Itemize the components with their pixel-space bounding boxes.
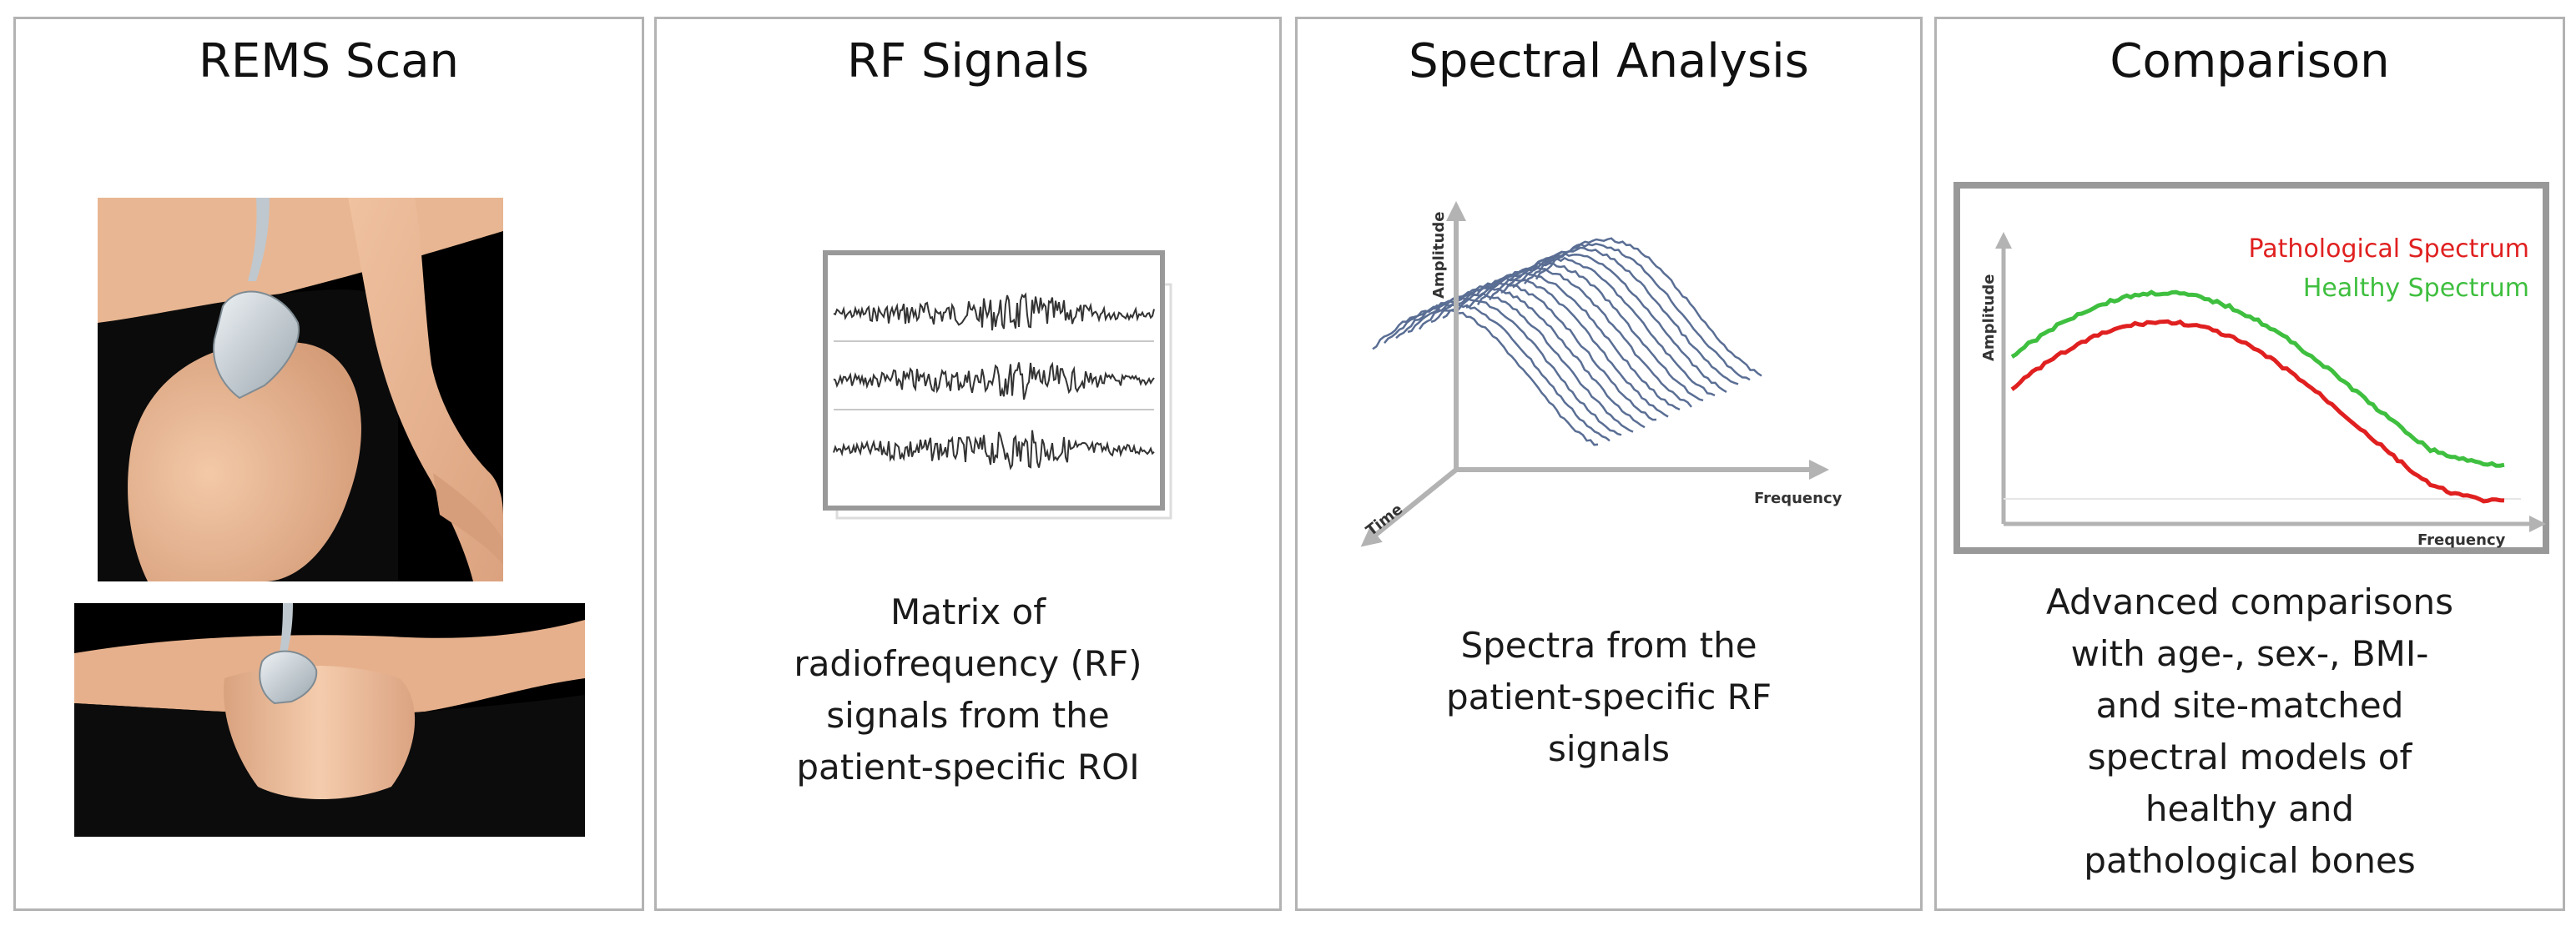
caption-line: and site-matched [2095,685,2404,726]
spectral-waterfall-plot: Amplitude Frequency Time [1360,201,1843,547]
x-axis-label: Frequency [2417,531,2506,549]
y-axis-label: Amplitude [1980,274,1998,361]
legend-pathological: Pathological Spectrum [2249,234,2529,264]
caption-line: with age-, sex-, BMI- [2070,633,2429,674]
caption-line: spectral models of [2087,737,2412,778]
x-axis-label: Frequency [1754,490,1843,507]
caption-line: patient-specific ROI [796,747,1140,788]
spectrum-line [1430,281,1657,421]
panel-spectral-analysis: Spectral Analysis Amplitude Frequency Ti… [1295,17,1923,911]
scan-illustration-spine [74,603,585,837]
comparison-plot: Amplitude Frequency Pathological Spectru… [1953,182,2549,554]
panel-rems-scan: REMS Scan [13,17,644,911]
spectra-lines [1372,237,1762,446]
spectrum-line [1500,252,1727,393]
rf-signal-matrix [823,250,1172,520]
rf-trace-3 [833,430,1155,471]
caption-line: pathological bones [2084,840,2416,881]
pathological-spectrum-line [2010,319,2505,504]
spectrum-line [1535,237,1762,377]
caption-line: signals [1547,728,1671,769]
caption-line: patient-specific RF [1446,677,1772,717]
legend-healthy: Healthy Spectrum [2303,274,2529,303]
rf-trace-1 [833,292,1155,331]
spectrum-line [1372,307,1599,446]
caption: Advanced comparisons with age-, sex-, BM… [1937,576,2563,887]
spectrum-line [1524,243,1751,381]
y-axis-label: Amplitude [1430,212,1448,299]
panel-title: RF Signals [846,34,1090,88]
z-axis-label: Time [1363,501,1406,540]
panel-title: Comparison [2110,34,2390,88]
caption: Matrix of radiofrequency (RF) signals fr… [657,586,1279,793]
panel-comparison: Comparison Amplitude Frequency Pathologi… [1934,17,2565,911]
spectrum-line [1407,292,1634,433]
panel-rf-signals: RF Signals Matrix of radiofrequency (RF)… [654,17,1282,911]
spectrum-line [1384,303,1611,442]
spectrum-line [1488,256,1716,397]
spectrum-line [1395,297,1622,436]
healthy-spectrum-line [2010,289,2505,468]
panel-title: Spectral Analysis [1409,34,1809,88]
caption-line: signals from the [826,695,1110,736]
caption: Spectra from the patient-specific RF sig… [1298,620,1920,775]
spectrum-line [1454,271,1681,411]
scan-illustration-hip [98,198,503,581]
caption-line: Spectra from the [1460,625,1757,666]
panel-title: REMS Scan [198,34,460,88]
z-axis [1360,467,1458,547]
caption-line: Matrix of [890,591,1046,632]
caption-line: healthy and [2145,788,2355,829]
caption-line: radiofrequency (RF) [794,643,1142,684]
caption-line: Advanced comparisons [2046,581,2453,622]
spectrum-line [1512,246,1739,385]
rf-trace-2 [833,361,1155,400]
